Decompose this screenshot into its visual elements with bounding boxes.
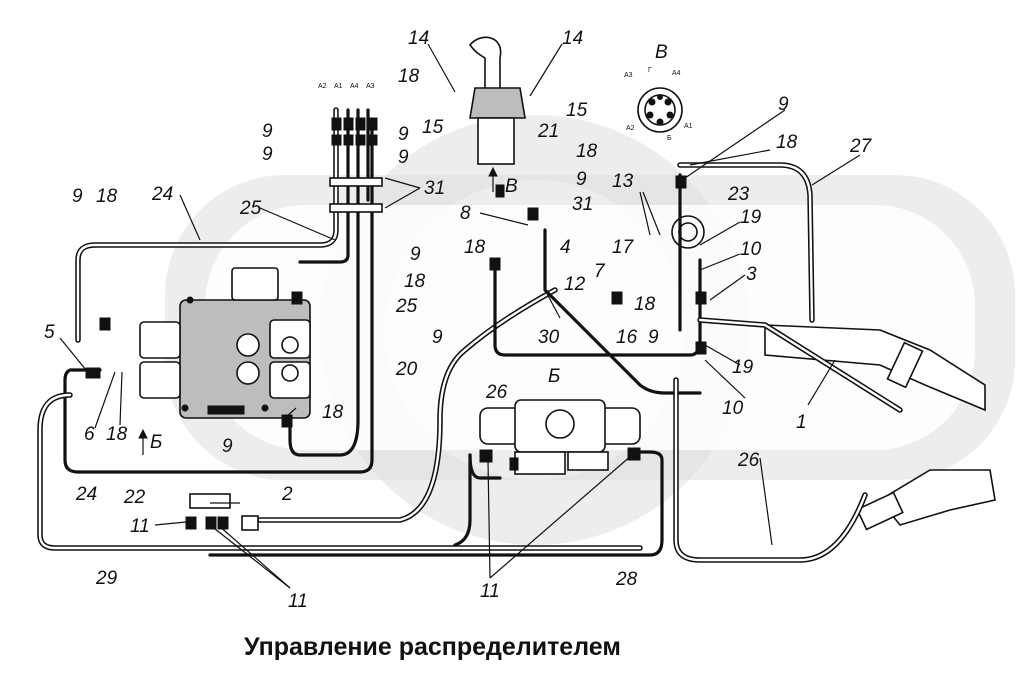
valve-label-a1: А1 xyxy=(334,83,343,90)
callout-9-center: 9 xyxy=(432,327,443,348)
callout-4: 4 xyxy=(560,237,571,258)
callout-19-top: 19 xyxy=(740,207,762,228)
callout-10-top: 10 xyxy=(740,239,762,260)
callout-15-right: 15 xyxy=(566,100,588,121)
callout-15-left: 15 xyxy=(422,117,444,138)
connector-view-b xyxy=(637,87,683,133)
callout-16: 16 xyxy=(616,327,638,348)
callout-9-upper: 9 xyxy=(410,244,421,265)
callout-26-right: 26 xyxy=(737,450,760,471)
callout-18-lower: 18 xyxy=(322,402,344,423)
pump-assembly xyxy=(479,399,641,475)
callout-20: 20 xyxy=(395,359,418,380)
view-label-be-center: Б xyxy=(548,366,560,387)
callout-17: 17 xyxy=(612,237,635,258)
callout-7: 7 xyxy=(594,261,606,282)
leader-lines xyxy=(59,43,861,589)
valve-label-a3: А3 xyxy=(366,83,375,90)
callout-24-bottom: 24 xyxy=(75,484,97,505)
callout-13: 13 xyxy=(612,171,634,192)
callout-21: 21 xyxy=(537,121,559,142)
callout-9-right: 9 xyxy=(778,94,789,115)
callout-11-bottom: 11 xyxy=(288,591,308,612)
diagram-title: Управление распределителем xyxy=(244,633,621,661)
pin-label-a3: А3 xyxy=(624,72,633,79)
callout-18-right: 18 xyxy=(776,132,798,153)
callout-9-b: 9 xyxy=(262,144,273,165)
view-labels: В В Б Б xyxy=(138,42,668,455)
pin-label-b: Б xyxy=(667,135,672,142)
callout-5: 5 xyxy=(44,322,55,343)
callout-29: 29 xyxy=(95,568,118,589)
callout-8: 8 xyxy=(460,203,471,224)
callout-14-right: 14 xyxy=(562,28,583,49)
pin-label-a2: А2 xyxy=(626,125,635,132)
callout-9-mid: 9 xyxy=(576,169,587,190)
callout-12: 12 xyxy=(564,274,586,295)
callout-10-bottom: 10 xyxy=(722,398,744,419)
view-label-b-arrow: В xyxy=(505,176,518,197)
callout-6: 6 xyxy=(84,424,95,445)
callout-24-top: 24 xyxy=(151,184,173,205)
callout-11-center: 11 xyxy=(480,581,500,602)
callout-9-c: 9 xyxy=(398,124,409,145)
callout-18-top: 18 xyxy=(398,66,420,87)
callout-27: 27 xyxy=(849,136,873,157)
distributor-valve-block xyxy=(139,267,311,419)
callout-30: 30 xyxy=(538,327,560,348)
callout-9-lower: 9 xyxy=(222,436,233,457)
control-lever xyxy=(469,36,526,165)
callout-23: 23 xyxy=(727,184,750,205)
callout-18-lower-left: 18 xyxy=(106,424,128,445)
callout-18-center-right: 18 xyxy=(634,294,656,315)
callout-18-upper: 18 xyxy=(404,271,426,292)
callout-25-top: 25 xyxy=(239,198,262,219)
callout-numbers: 14 14 15 15 21 18 9 9 9 9 31 18 9 31 8 1… xyxy=(44,28,873,612)
callout-26-center: 26 xyxy=(485,382,508,403)
callout-14-left: 14 xyxy=(408,28,429,49)
callout-9-center-right: 9 xyxy=(648,327,659,348)
pin-label-g: Г xyxy=(648,67,652,74)
pin-label-a4: А4 xyxy=(672,70,681,77)
callout-18-center: 18 xyxy=(464,237,486,258)
watermark-logo xyxy=(165,115,1015,545)
callout-18-far-left: 18 xyxy=(96,186,118,207)
callout-9-d: 9 xyxy=(398,147,409,168)
callout-9-far-left: 9 xyxy=(72,186,83,207)
callout-31-left: 31 xyxy=(424,178,445,199)
connector-pin-labels: А3 Г А4 А2 А1 Б А2 А1 А4 А3 xyxy=(318,67,693,142)
callout-9-a: 9 xyxy=(262,121,273,142)
pin-label-a1: А1 xyxy=(684,123,693,130)
callout-11-left: 11 xyxy=(130,516,150,537)
callout-22: 22 xyxy=(123,487,146,508)
callout-18-mid: 18 xyxy=(576,141,598,162)
view-label-b-top: В xyxy=(655,42,668,63)
fittings xyxy=(85,117,707,531)
view-label-be-left: Б xyxy=(150,432,162,453)
valve-label-a4: А4 xyxy=(350,83,359,90)
hydraulic-pipes xyxy=(37,107,903,563)
callout-3: 3 xyxy=(746,264,757,285)
chassis-right xyxy=(764,324,996,531)
callout-2: 2 xyxy=(281,484,293,505)
pressure-sensor xyxy=(671,215,705,249)
callout-31-mid: 31 xyxy=(572,194,593,215)
callout-19-bottom: 19 xyxy=(732,357,754,378)
callout-1: 1 xyxy=(796,412,807,433)
callout-28: 28 xyxy=(615,569,638,590)
callout-25-mid: 25 xyxy=(395,296,418,317)
valve-label-a2: А2 xyxy=(318,83,327,90)
